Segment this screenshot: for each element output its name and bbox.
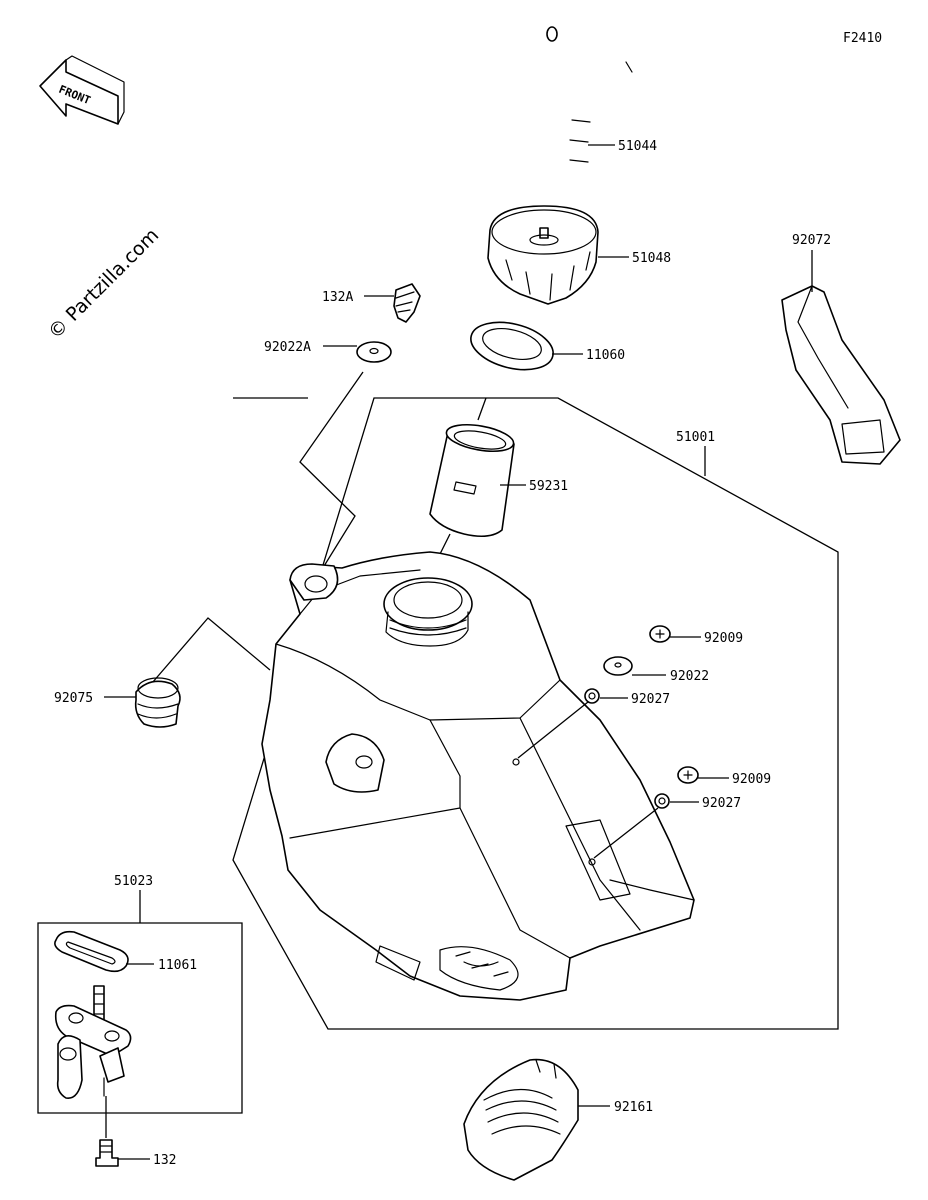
washer-92022[interactable]: [603, 656, 633, 676]
part-label-51044: 51044: [618, 139, 657, 154]
part-label-51023: 51023: [114, 874, 153, 889]
part-label-92161: 92161: [614, 1100, 653, 1115]
part-label-59231: 59231: [529, 479, 568, 494]
figure-code: F2410: [843, 31, 882, 46]
cap-gasket-11060[interactable]: [466, 314, 558, 377]
part-label-11061: 11061: [158, 958, 197, 973]
partzilla-watermark: © Partzilla.com: [44, 224, 163, 343]
part-label-92027-upper: 92027: [631, 692, 670, 707]
part-label-92009-lower: 92009: [732, 772, 771, 787]
collar-92027-lower[interactable]: [654, 793, 670, 809]
grommet-92075[interactable]: [134, 677, 181, 728]
breather-hose-51044[interactable]: [546, 26, 662, 196]
tank-strap-92072[interactable]: [781, 285, 901, 465]
fuel-cock-51023[interactable]: [54, 985, 132, 1099]
part-label-132: 132: [153, 1153, 176, 1168]
fuel-cap-51048[interactable]: [487, 205, 599, 305]
part-label-92072: 92072: [792, 233, 831, 248]
part-label-132A: 132A: [322, 290, 353, 305]
rubber-pad-92161[interactable]: [463, 1058, 579, 1181]
screw-92009-lower[interactable]: [677, 766, 699, 784]
part-label-51001: 51001: [676, 430, 715, 445]
front-direction-arrow: FRONT: [39, 55, 125, 125]
part-label-51048: 51048: [632, 251, 671, 266]
part-label-11060: 11060: [586, 348, 625, 363]
fuel-cock-assembly-box: [37, 922, 243, 1114]
part-label-92027-lower: 92027: [702, 796, 741, 811]
collar-92027-upper[interactable]: [584, 688, 600, 704]
filler-neck-59231[interactable]: [429, 420, 516, 538]
fuel-tank-body[interactable]: [261, 551, 695, 1001]
screw-132[interactable]: [95, 1139, 119, 1167]
part-label-92075: 92075: [54, 691, 93, 706]
screw-92009-upper[interactable]: [649, 625, 671, 643]
bolt-132A[interactable]: [393, 283, 421, 323]
part-label-92009-upper: 92009: [704, 631, 743, 646]
part-label-92022: 92022: [670, 669, 709, 684]
part-label-92022A: 92022A: [264, 340, 311, 355]
tank-assembly-outline: [232, 397, 839, 1030]
washer-92022A[interactable]: [356, 341, 392, 363]
gasket-11061[interactable]: [54, 930, 129, 973]
